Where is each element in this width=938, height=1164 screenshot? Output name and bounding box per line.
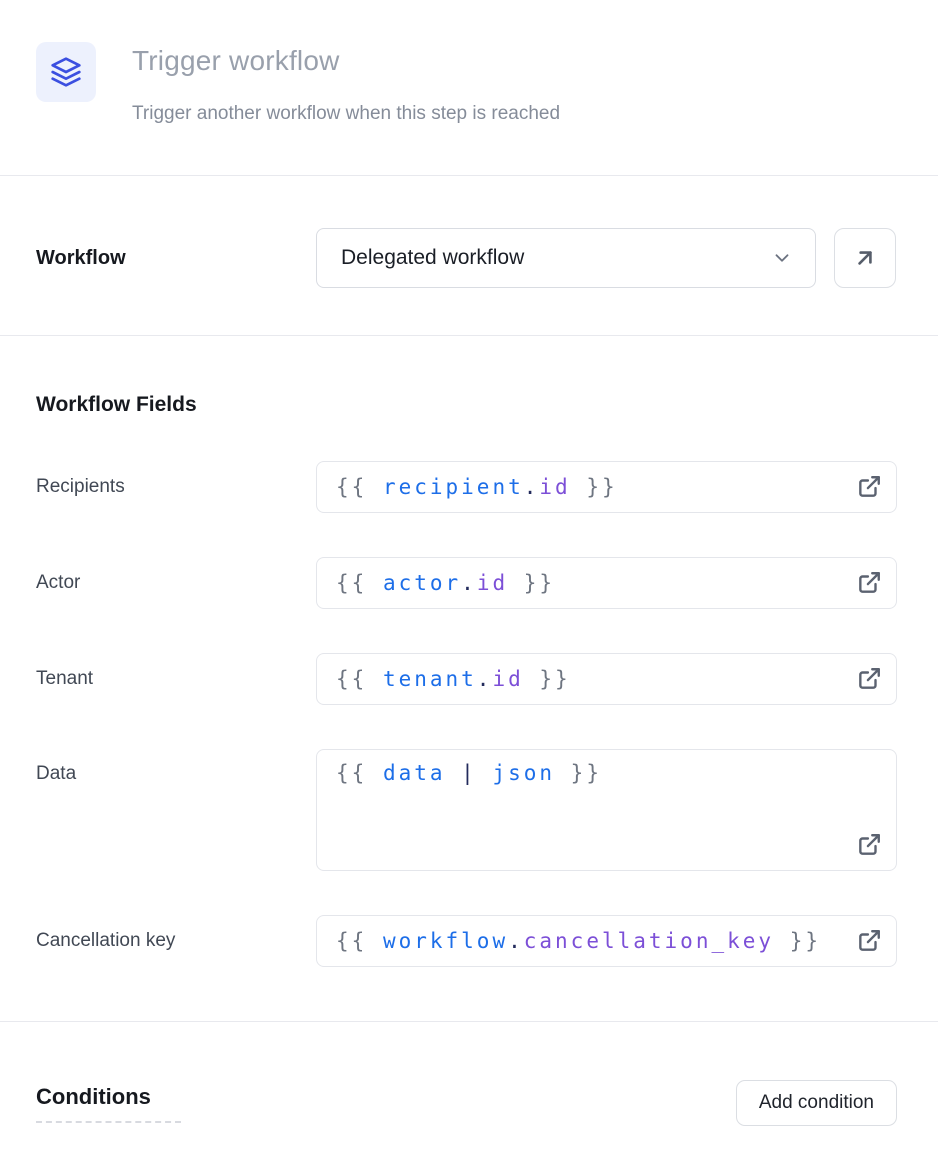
field-row-recipients: Recipients {{ recipient.id }}	[36, 461, 897, 513]
external-link-icon	[856, 928, 882, 954]
workflow-fields-section: Workflow Fields Recipients {{ recipient.…	[0, 336, 938, 1022]
external-link-icon	[856, 666, 882, 692]
conditions-section: Conditions Add condition	[0, 1022, 938, 1126]
layers-icon	[50, 56, 82, 88]
workflow-fields-heading: Workflow Fields	[36, 393, 897, 417]
add-condition-button[interactable]: Add condition	[736, 1080, 897, 1126]
expand-editor-button[interactable]	[856, 928, 882, 954]
chevron-down-icon	[771, 247, 793, 269]
expand-editor-button[interactable]	[856, 474, 882, 500]
data-textarea[interactable]: {{ data | json }}	[316, 749, 897, 871]
field-label: Tenant	[36, 668, 316, 690]
template-expression: {{ data | json }}	[336, 761, 882, 785]
workflow-select-row: Workflow Delegated workflow	[0, 176, 938, 336]
template-expression: {{ recipient.id }}	[336, 475, 856, 499]
field-row-cancellation-key: Cancellation key {{ workflow.cancellatio…	[36, 915, 897, 967]
expand-editor-button[interactable]	[856, 832, 882, 858]
arrow-up-right-icon	[852, 245, 878, 271]
field-row-data: Data {{ data | json }}	[36, 749, 897, 871]
field-row-tenant: Tenant {{ tenant.id }}	[36, 653, 897, 705]
field-row-actor: Actor {{ actor.id }}	[36, 557, 897, 609]
conditions-heading: Conditions	[36, 1084, 181, 1123]
tenant-input[interactable]: {{ tenant.id }}	[316, 653, 897, 705]
external-link-icon	[856, 832, 882, 858]
field-label: Recipients	[36, 476, 316, 498]
template-expression: {{ workflow.cancellation_key }}	[336, 929, 856, 953]
step-header-text: Trigger workflow Trigger another workflo…	[132, 42, 560, 126]
recipients-input[interactable]: {{ recipient.id }}	[316, 461, 897, 513]
actor-input[interactable]: {{ actor.id }}	[316, 557, 897, 609]
external-link-icon	[856, 570, 882, 596]
workflow-select[interactable]: Delegated workflow	[316, 228, 816, 288]
workflow-select-value: Delegated workflow	[341, 246, 524, 270]
template-expression: {{ actor.id }}	[336, 571, 856, 595]
expand-editor-button[interactable]	[856, 666, 882, 692]
step-subtitle: Trigger another workflow when this step …	[132, 102, 560, 126]
external-link-icon	[856, 474, 882, 500]
step-header: Trigger workflow Trigger another workflo…	[0, 0, 938, 176]
open-workflow-button[interactable]	[834, 228, 896, 288]
step-title[interactable]: Trigger workflow	[132, 44, 560, 78]
step-icon-badge	[36, 42, 96, 102]
field-label: Actor	[36, 572, 316, 594]
expand-editor-button[interactable]	[856, 570, 882, 596]
template-expression: {{ tenant.id }}	[336, 667, 856, 691]
cancellation-key-input[interactable]: {{ workflow.cancellation_key }}	[316, 915, 897, 967]
field-label: Cancellation key	[36, 930, 316, 952]
field-label: Data	[36, 749, 316, 785]
workflow-label: Workflow	[36, 247, 316, 270]
